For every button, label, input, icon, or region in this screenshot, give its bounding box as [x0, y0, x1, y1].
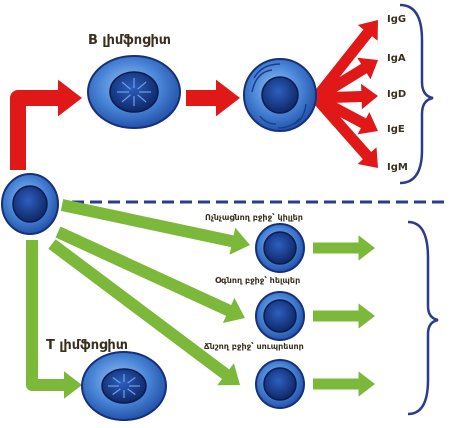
arrow-igm — [311, 94, 378, 168]
arrow-igg — [311, 20, 378, 102]
killer-cell-label: Ոչնչացնող բջիջ՝ կիլլեր — [205, 213, 303, 222]
b-chromatin-strand — [121, 81, 131, 90]
arrow-iga — [313, 57, 378, 103]
killer-cell-nucleus — [263, 231, 297, 265]
stem-lymphocyte — [1, 173, 59, 235]
igg-label: IgG — [387, 14, 407, 25]
plasma-er-membrane — [293, 103, 307, 125]
b-chromatin-strand — [137, 94, 147, 103]
arrow-from-suppressor-cell — [313, 371, 375, 397]
arrow-to-plasma-cell — [186, 79, 240, 117]
iga-label: IgA — [387, 53, 406, 64]
ige-label: IgE — [387, 124, 405, 135]
t-lymphocyte-label: T լիմֆոցիտ — [46, 338, 128, 353]
b-branch-elbow — [10, 90, 58, 170]
plasma-er-membrane — [251, 69, 273, 93]
suppressor-cell-nucleus — [263, 367, 297, 401]
t-branch-elbow — [26, 240, 58, 391]
arrow-from-helper-cell — [313, 303, 375, 329]
t-lymphocyte — [81, 351, 167, 421]
b-lymphocyte — [87, 55, 181, 129]
b-chromatin-strand — [137, 81, 147, 90]
arrow-to-helper-cell — [55, 226, 245, 323]
helper-cell-nucleus — [263, 299, 297, 333]
arrow-to-killer-cell — [60, 199, 250, 255]
arrow-to-b-lymphocyte — [52, 79, 82, 117]
t-chromatin-strand — [112, 377, 121, 384]
igd-label: IgD — [387, 89, 407, 100]
plasma-er-membrane — [277, 117, 301, 129]
arrow-to-suppressor-cell — [48, 239, 241, 386]
plasma-cell-nucleus — [261, 76, 299, 114]
t-cell-bracket — [407, 220, 439, 416]
plasma-cell — [243, 58, 317, 132]
suppressor-cell-label: Ճնշող բջիջ՝ սուպրեսոր — [204, 342, 304, 351]
stem-lymphocyte-nucleus — [12, 185, 48, 223]
helper-cell — [255, 291, 305, 341]
plasma-er-membrane — [259, 115, 277, 125]
killer-cell — [255, 223, 305, 273]
b-chromatin-strand — [121, 94, 131, 103]
arrow-from-killer-cell — [313, 235, 375, 261]
t-chromatin-strand — [127, 377, 136, 384]
t-chromatin-strand — [112, 388, 121, 395]
arrow-to-t-lymphocyte — [52, 371, 82, 399]
helper-cell-label: Օգնող բջիջ՝ հելպեր — [215, 276, 301, 285]
arrow-ige — [313, 93, 378, 135]
b-lymphocyte-label: B լիմֆոցիտ — [88, 33, 171, 48]
plasma-er-membrane — [253, 63, 281, 79]
igm-label: IgM — [387, 162, 408, 173]
suppressor-cell — [255, 359, 305, 409]
t-chromatin-strand — [127, 388, 136, 395]
b-lymphocyte-nucleus — [109, 71, 159, 113]
immunoglobulin-bracket — [399, 3, 434, 185]
